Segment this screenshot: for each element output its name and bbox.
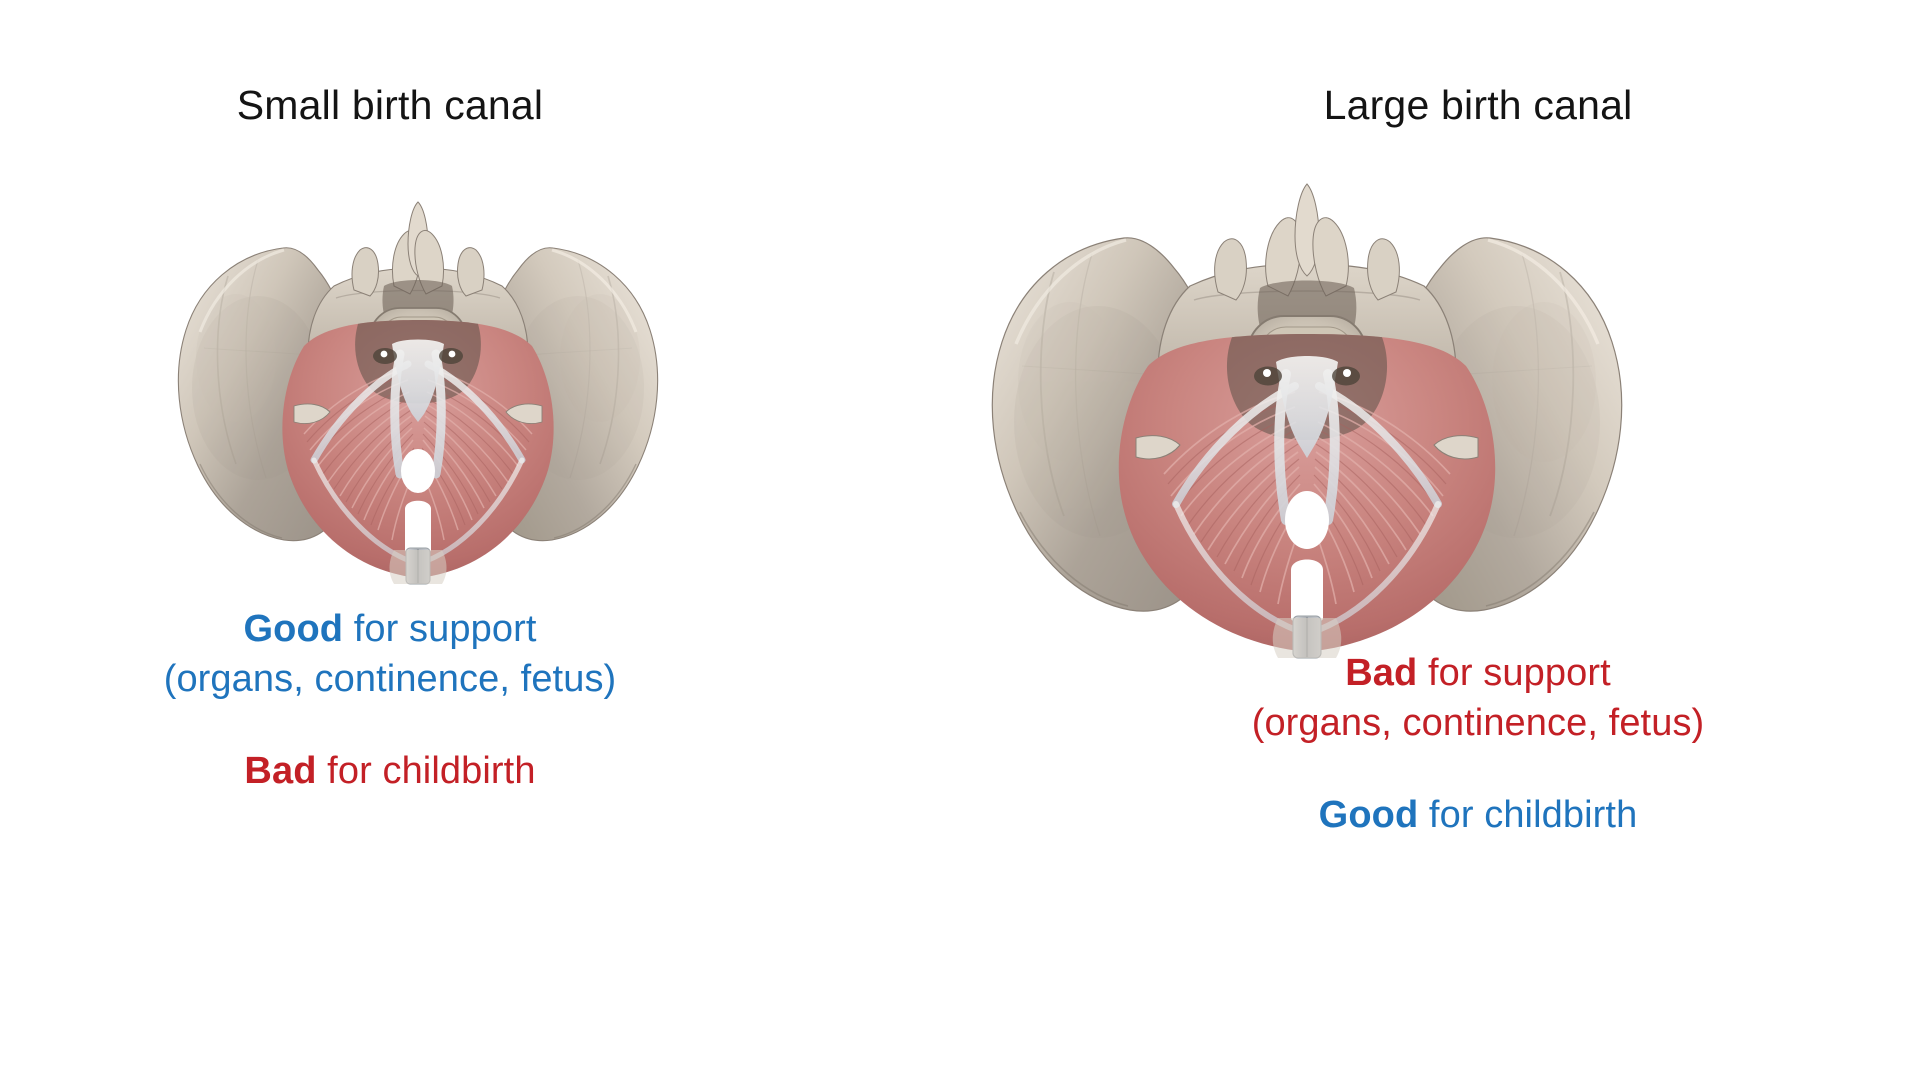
caption-line-childbirth: Bad for childbirth (0, 746, 860, 796)
pubovisceral-sling (1276, 356, 1338, 458)
ischial-spine-right (505, 403, 543, 424)
anal-hiatus-opening (1285, 491, 1329, 549)
caption-line-support: Bad for support (988, 648, 1920, 698)
obturator-landmarks (373, 348, 463, 364)
caption-line-support: Good for support (0, 604, 860, 654)
caption-rest-childbirth: for childbirth (316, 750, 536, 793)
obturator-landmarks (1254, 366, 1360, 386)
pelvis-illustration-large (912, 160, 1702, 670)
ischial-spine-left (1135, 435, 1181, 460)
pelvis-illustration-small (108, 178, 728, 598)
pubovisceral-sling (392, 339, 444, 422)
caption-large-birth-canal: Bad for support (organs, continence, fet… (988, 648, 1920, 840)
panel-large-birth-canal: Large birth canal (940, 0, 1920, 1080)
caption-keyword-bad: Bad (244, 750, 317, 793)
caption-keyword-good: Good (1318, 794, 1419, 837)
pubic-symphysis (1272, 615, 1342, 659)
caption-keyword-bad: Bad (1345, 652, 1418, 694)
ischial-spine-left (293, 403, 331, 424)
urogenital-hiatus-opening (405, 500, 431, 555)
caption-keyword-good: Good (243, 608, 344, 650)
page-title-small-birth-canal: Small birth canal (236, 82, 544, 128)
hiatus-openings (401, 449, 435, 555)
pubic-symphysis (389, 547, 447, 585)
page-title-large-birth-canal: Large birth canal (1323, 82, 1633, 128)
caption-line-support-detail: (organs, continence, fetus) (1251, 702, 1705, 745)
caption-line-support-detail: (organs, continence, fetus) (163, 658, 617, 701)
ischial-spine-right (1433, 435, 1479, 460)
caption-line-childbirth: Good for childbirth (988, 790, 1920, 840)
caption-small-birth-canal: Good for support (organs, continence, fe… (0, 604, 860, 796)
panel-small-birth-canal: Small birth canal (0, 0, 940, 1080)
caption-rest-support: for support (343, 608, 537, 650)
anal-hiatus-opening (401, 449, 435, 493)
caption-rest-childbirth: for childbirth (1418, 794, 1638, 837)
urogenital-hiatus-opening (1291, 559, 1323, 624)
hiatus-openings (1285, 491, 1329, 624)
caption-rest-support: for support (1417, 652, 1611, 694)
